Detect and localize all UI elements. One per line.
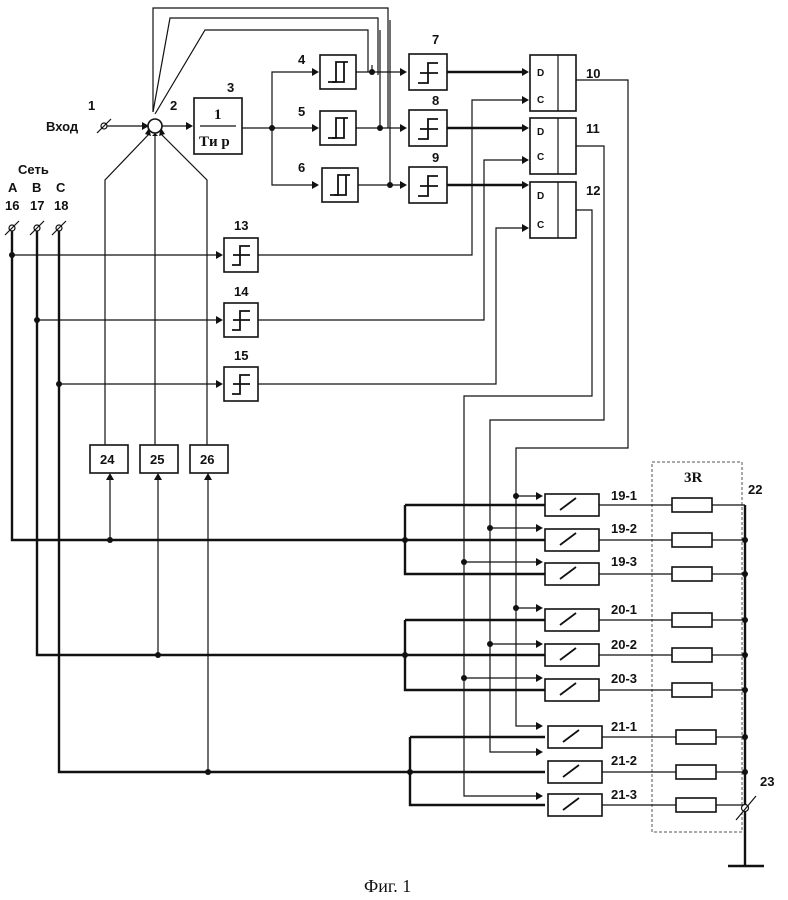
- svg-text:8: 8: [432, 93, 439, 108]
- svg-text:25: 25: [150, 452, 164, 467]
- resistors: [671, 497, 717, 813]
- trigger-10: D C 10: [529, 54, 600, 112]
- switch-bus-B: [402, 618, 545, 692]
- hysteresis-block-6: 6: [298, 160, 359, 203]
- feedback-block-26: 26: [189, 444, 229, 474]
- switch-row-20: 20-1 20-2 20-3: [544, 602, 672, 702]
- network-terminals: Сеть A B C 16 17 18: [4, 162, 68, 236]
- svg-text:D: D: [537, 127, 544, 138]
- svg-text:11: 11: [586, 121, 600, 136]
- trigger-output-wires: [461, 79, 629, 800]
- svg-text:18: 18: [54, 198, 68, 213]
- svg-text:B: B: [32, 180, 41, 195]
- svg-text:A: A: [8, 180, 18, 195]
- svg-text:Сеть: Сеть: [18, 162, 49, 177]
- svg-text:20-3: 20-3: [611, 671, 637, 686]
- summator: 2: [104, 98, 208, 445]
- svg-text:C: C: [537, 152, 544, 163]
- svg-text:3R: 3R: [684, 470, 703, 486]
- switch-row-19: 19-1 19-2 19-3: [544, 488, 672, 586]
- feedback-block-24: 24: [89, 444, 129, 474]
- svg-text:Tи p: Tи p: [199, 134, 230, 150]
- threshold-to-trigger-wires: [447, 68, 529, 189]
- switch-bus-C: [407, 735, 545, 807]
- svg-text:14: 14: [234, 284, 249, 299]
- svg-text:2: 2: [170, 98, 177, 113]
- svg-text:21-3: 21-3: [611, 787, 637, 802]
- svg-text:C: C: [537, 220, 544, 231]
- neutral-terminal: 23: [735, 774, 774, 821]
- threshold-block-9: 9: [408, 150, 448, 204]
- svg-text:20-2: 20-2: [611, 637, 637, 652]
- svg-text:21-2: 21-2: [611, 753, 637, 768]
- svg-text:12: 12: [586, 183, 600, 198]
- svg-text:5: 5: [298, 104, 305, 119]
- threshold-block-7: 7: [408, 32, 448, 91]
- switch-row-21: 21-1 21-2 21-3: [547, 719, 676, 817]
- threshold-block-15: 15: [223, 224, 529, 402]
- top-feedback-wires: [152, 7, 389, 128]
- svg-text:19-1: 19-1: [611, 488, 637, 503]
- svg-text:1: 1: [214, 107, 222, 123]
- svg-text:20-1: 20-1: [611, 602, 637, 617]
- svg-text:23: 23: [760, 774, 774, 789]
- svg-text:D: D: [537, 191, 544, 202]
- svg-text:D: D: [537, 68, 544, 79]
- svg-text:22: 22: [748, 482, 762, 497]
- figure-caption: Фиг. 1: [364, 876, 411, 896]
- svg-text:C: C: [537, 95, 544, 106]
- hysteresis-block-5: 5: [298, 104, 357, 146]
- svg-text:16: 16: [5, 198, 19, 213]
- hysteresis-block-4: 4: [298, 52, 357, 90]
- svg-text:21-1: 21-1: [611, 719, 637, 734]
- phase-buses: [9, 231, 410, 775]
- svg-text:15: 15: [234, 348, 248, 363]
- svg-text:4: 4: [298, 52, 306, 67]
- svg-text:9: 9: [432, 150, 439, 165]
- hysteresis-to-threshold-wires: [356, 20, 407, 189]
- svg-text:17: 17: [30, 198, 44, 213]
- svg-text:3: 3: [227, 80, 234, 95]
- svg-text:1: 1: [88, 98, 95, 113]
- svg-text:26: 26: [200, 452, 214, 467]
- svg-text:6: 6: [298, 160, 305, 175]
- load-block: 3R 22: [651, 461, 762, 833]
- feedback-block-25: 25: [139, 444, 179, 474]
- threshold-block-13: 13: [223, 96, 529, 273]
- svg-text:13: 13: [234, 218, 248, 233]
- integrator-block: 3 1 Tи p: [193, 68, 319, 189]
- input-terminal: 1 Вход: [46, 98, 149, 134]
- svg-text:24: 24: [100, 452, 115, 467]
- svg-text:7: 7: [432, 32, 439, 47]
- svg-text:19-3: 19-3: [611, 554, 637, 569]
- switch-bus-A: [402, 503, 545, 576]
- svg-text:C: C: [56, 180, 66, 195]
- svg-text:10: 10: [586, 66, 600, 81]
- trigger-11: D C 11: [529, 117, 600, 175]
- trigger-12: D C 12: [529, 181, 600, 239]
- threshold-block-8: 8: [408, 93, 448, 147]
- threshold-block-14: 14: [223, 156, 529, 338]
- neutral-bus: [712, 504, 764, 868]
- svg-text:19-2: 19-2: [611, 521, 637, 536]
- svg-text:Вход: Вход: [46, 119, 79, 134]
